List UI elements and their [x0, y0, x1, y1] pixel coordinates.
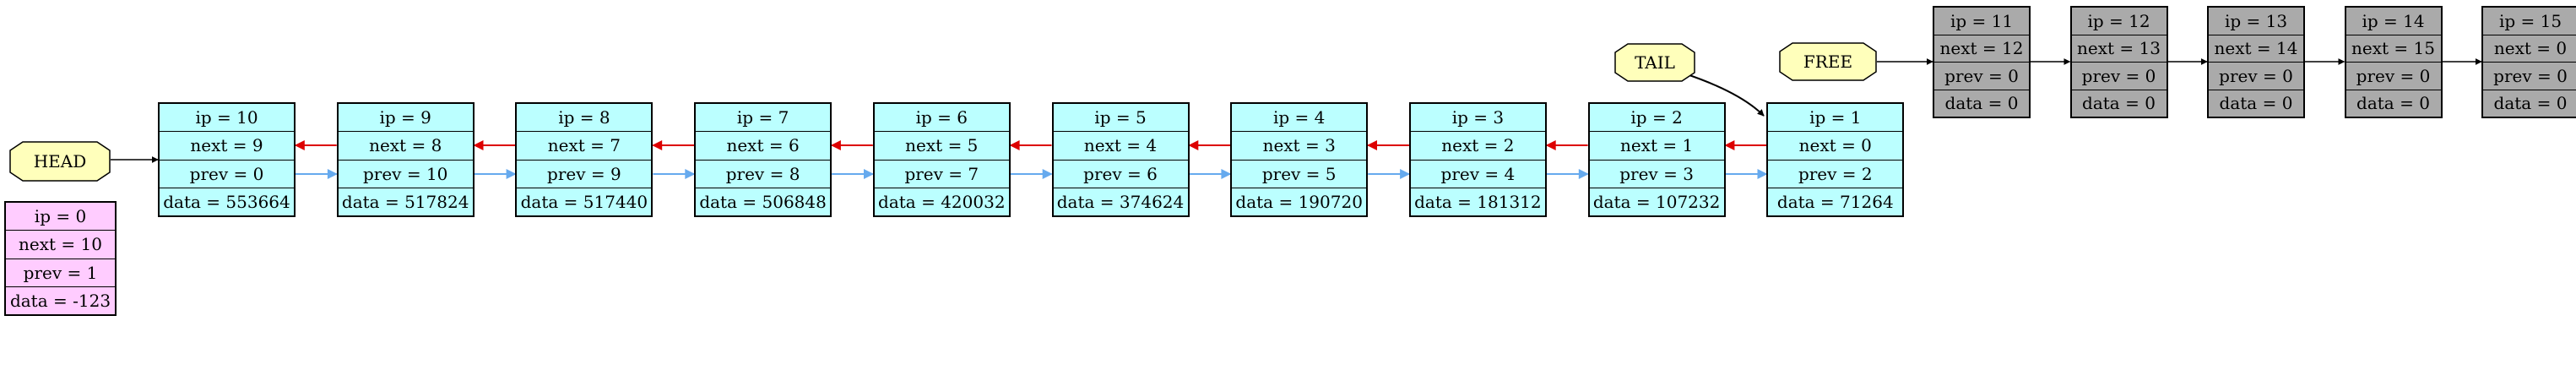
node-prev-cell: prev = 0	[2209, 62, 2303, 90]
node-data-cell: data = 0	[2071, 89, 2167, 117]
node-ip-cell: ip = 15	[2498, 10, 2562, 31]
node-next-cell: next = 9	[160, 131, 294, 159]
node-ip-cell: ip = 8	[558, 107, 610, 128]
node-data-cell: data = 517824	[338, 187, 473, 215]
tail-label: TAIL	[1614, 43, 1695, 82]
tail-label-text: TAIL	[1635, 52, 1675, 73]
node-prev-cell: prev = 6	[1053, 159, 1188, 188]
octagon-shape	[1779, 42, 1877, 81]
node-next-cell: next = 15	[2346, 34, 2441, 63]
free-label: FREE	[1779, 42, 1877, 81]
node-next-cell: next = 2	[1410, 131, 1545, 159]
node-next-cell: next = 7	[517, 131, 652, 159]
node-data-cell: data = 506848	[696, 187, 831, 215]
node-ip-cell: ip = 7	[736, 107, 789, 128]
free-label-text: FREE	[1803, 52, 1853, 72]
node-data-cell: data = 107232	[1589, 187, 1724, 215]
node-next-cell: next = 14	[2209, 34, 2303, 63]
node-prev-cell: prev = 1	[6, 258, 115, 286]
node-data-cell: data = 374624	[1053, 187, 1188, 215]
node-ip-cell: ip = 5	[1094, 107, 1147, 128]
node-prev-cell: prev = 7	[874, 159, 1009, 188]
node-ip-cell: ip = 10	[195, 107, 258, 128]
node-ip-cell: ip = 2	[1630, 107, 1683, 128]
node-ip-cell: ip = 11	[1950, 10, 2014, 31]
node-ip-cell: ip = 0	[34, 206, 87, 227]
node-data-cell: data = 553664	[160, 187, 294, 215]
node-data-cell: data = 0	[2483, 89, 2576, 117]
octagon-shape	[1614, 43, 1695, 82]
node-prev-cell: prev = 2	[1768, 159, 1903, 188]
node-data-cell: data = 517440	[517, 187, 652, 215]
node-ip-cell: ip = 4	[1272, 107, 1326, 128]
node-prev-cell: prev = 10	[338, 159, 473, 188]
octagon-shape	[9, 141, 111, 182]
node-prev-cell: prev = 0	[1934, 62, 2029, 90]
node-ip-cell: ip = 12	[2087, 10, 2150, 31]
head-label: HEAD	[9, 141, 111, 182]
node-ip-cell: ip = 14	[2362, 10, 2425, 31]
node-prev-cell: prev = 0	[2483, 62, 2576, 90]
node-next-cell: next = 4	[1053, 131, 1188, 159]
node-next-cell: next = 8	[338, 131, 473, 159]
node-data-cell: data = 181312	[1410, 187, 1545, 215]
node-ip-cell: ip = 1	[1809, 107, 1862, 128]
node-prev-cell: prev = 0	[2071, 62, 2167, 90]
node-data-cell: data = -123	[6, 286, 115, 314]
node-next-cell: next = 6	[696, 131, 831, 159]
node-prev-cell: prev = 9	[517, 159, 652, 188]
node-data-cell: data = 190720	[1232, 187, 1367, 215]
node-data-cell: data = 0	[2346, 89, 2441, 117]
node-next-cell: next = 0	[2483, 34, 2576, 63]
node-data-cell: data = 0	[1934, 89, 2029, 117]
node-prev-cell: prev = 0	[160, 159, 294, 188]
node-next-cell: next = 10	[6, 230, 115, 258]
node-next-cell: next = 12	[1934, 34, 2029, 63]
node-prev-cell: prev = 3	[1589, 159, 1724, 188]
head-label-text: HEAD	[33, 151, 87, 171]
node-next-cell: next = 1	[1589, 131, 1724, 159]
node-next-cell: next = 13	[2071, 34, 2167, 63]
node-ip-cell: ip = 9	[379, 107, 431, 128]
node-ip-cell: ip = 3	[1451, 107, 1505, 128]
tail-to-last-edge	[1684, 73, 1765, 117]
node-next-cell: next = 0	[1768, 131, 1903, 159]
node-prev-cell: prev = 0	[2346, 62, 2441, 90]
node-ip-cell: ip = 13	[2224, 10, 2288, 31]
node-prev-cell: prev = 5	[1232, 159, 1367, 188]
node-data-cell: data = 420032	[874, 187, 1009, 215]
node-data-cell: data = 0	[2209, 89, 2303, 117]
node-next-cell: next = 5	[874, 131, 1009, 159]
node-prev-cell: prev = 4	[1410, 159, 1545, 188]
node-next-cell: next = 3	[1232, 131, 1367, 159]
node-prev-cell: prev = 8	[696, 159, 831, 188]
node-ip-cell: ip = 6	[915, 107, 968, 128]
node-data-cell: data = 71264	[1768, 187, 1903, 215]
